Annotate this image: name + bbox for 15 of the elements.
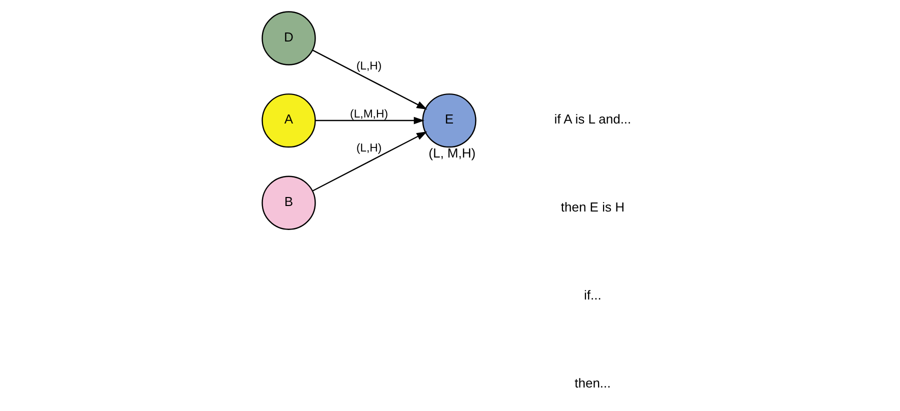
label: if...	[584, 288, 601, 303]
label: then E is H	[560, 200, 624, 215]
node-label: (L, M,H)	[428, 145, 476, 160]
label: if A is L and...	[554, 112, 631, 127]
arrow	[312, 50, 427, 110]
edge-label: (L,H)	[356, 142, 382, 155]
arrow	[314, 116, 424, 124]
edge-label: (L,M,H)	[350, 108, 388, 120]
label: then...	[574, 376, 610, 391]
node-circle: B	[261, 176, 316, 230]
node-circle: E	[422, 93, 476, 148]
arrow	[312, 132, 427, 192]
edge-label: (L,H)	[356, 60, 382, 72]
node-circle: A	[261, 93, 316, 148]
node-circle: D	[261, 11, 316, 66]
